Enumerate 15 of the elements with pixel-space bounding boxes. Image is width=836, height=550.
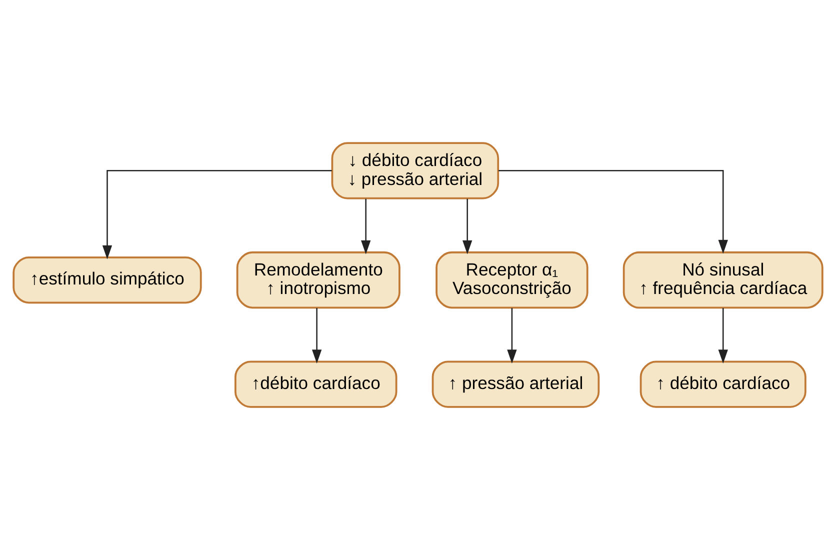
arrow xyxy=(507,308,517,364)
node-box: ↑estímulo simpático xyxy=(12,256,202,304)
node-box: ↑ débito cardíaco xyxy=(640,360,806,408)
node-box: Nó sinusal ↑ frequência cardíaca xyxy=(622,251,824,309)
arrow xyxy=(361,198,371,254)
node-box: Receptor α₁ Vasoconstrição xyxy=(436,251,588,309)
arrow xyxy=(462,198,472,254)
node-box: ↑ pressão arterial xyxy=(432,360,600,408)
node-box: ↑débito cardíaco xyxy=(234,360,398,408)
arrow xyxy=(312,308,322,364)
arrow xyxy=(102,170,332,260)
node-box: ↓ débito cardíaco ↓ pressão arterial xyxy=(331,142,500,200)
arrow xyxy=(718,308,728,364)
node-box: Remodelamento ↑ inotropismo xyxy=(236,251,400,309)
arrow xyxy=(498,170,728,254)
